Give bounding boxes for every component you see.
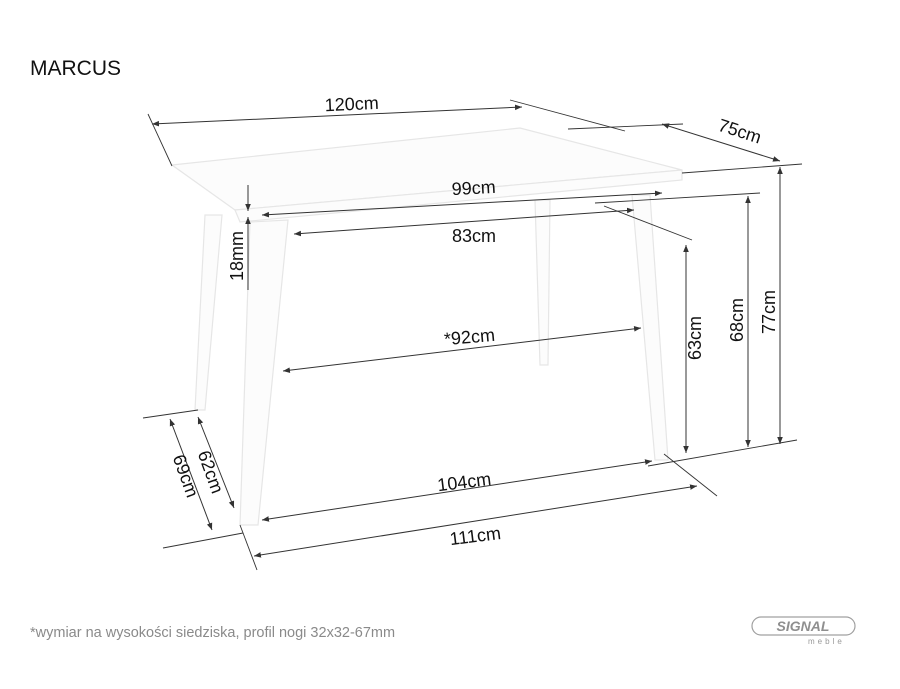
dim-label-under-apron: 63cm	[685, 316, 705, 360]
leg-back-left	[194, 214, 223, 411]
dim-label-apron-inner: 83cm	[452, 226, 496, 246]
dim-arrow-69	[169, 418, 213, 531]
extension-line	[239, 524, 258, 571]
dim-label-total-height: 77cm	[759, 290, 779, 334]
extension-line	[663, 453, 718, 497]
dim-label-length: 120cm	[324, 93, 379, 115]
footnote: *wymiar na wysokości siedziska, profil n…	[30, 625, 395, 641]
dim-label-top-thickness: 18mm	[227, 231, 247, 281]
leg-front-right	[631, 194, 669, 461]
extension-line	[681, 163, 803, 174]
product-title: MARCUS	[30, 57, 121, 80]
logo-sub: meble	[808, 637, 845, 646]
dim-label-seat-width: *92cm	[443, 325, 496, 349]
extension-line	[162, 532, 244, 549]
dim-label-apron-outer: 99cm	[451, 177, 496, 199]
extension-line	[147, 113, 173, 167]
extension-line	[509, 99, 626, 132]
dim-arrow-75	[661, 123, 781, 162]
dim-label-legs-inner: 104cm	[436, 469, 492, 495]
dim-arrow-111	[253, 484, 698, 558]
dim-arrow-62	[197, 416, 235, 509]
dim-arrow-120	[151, 104, 523, 127]
dim-label-legs-outer: 111cm	[449, 523, 502, 549]
dim-arrow-92	[282, 326, 642, 373]
extension-line	[594, 192, 761, 204]
dim-arrow-83	[293, 207, 635, 237]
dim-label-under-top: 68cm	[727, 298, 747, 342]
extension-line	[647, 439, 798, 467]
leg-front-left	[239, 219, 289, 526]
signal-logo: SIGNAL meble	[751, 616, 856, 646]
logo-name: SIGNAL	[777, 618, 830, 634]
extension-line	[142, 409, 199, 419]
